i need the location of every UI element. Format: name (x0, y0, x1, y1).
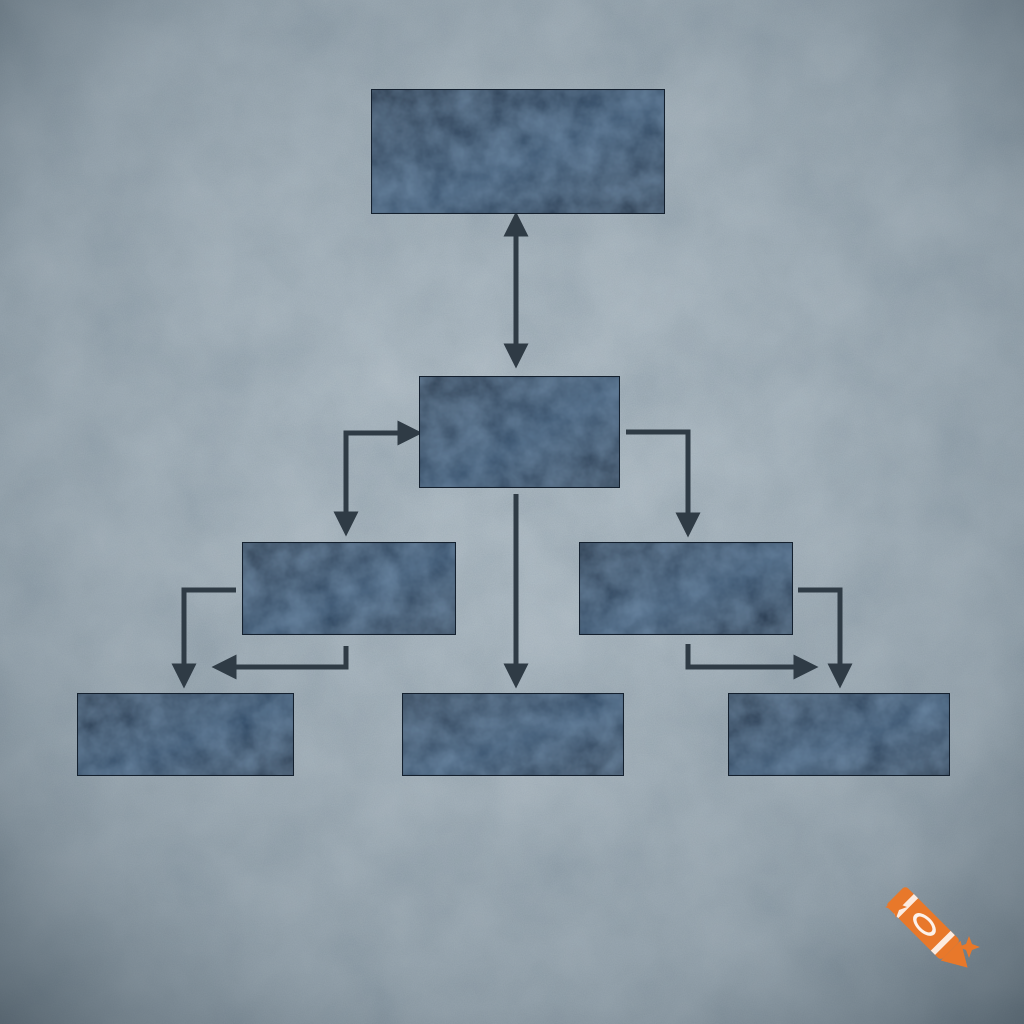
edge-middle-branch-right (626, 429, 701, 538)
node-branch-left (242, 542, 456, 635)
edge-branch-left-leaf-left (171, 587, 236, 689)
node-leaf-center (402, 693, 624, 776)
node-middle (419, 376, 620, 488)
edge-branch-left-leaf-left-return (211, 646, 349, 680)
node-leaf-right (728, 693, 950, 776)
edge-branch-right-leaf-right (798, 587, 853, 689)
sparkle-icon (885, 896, 980, 958)
node-root (371, 89, 665, 214)
node-leaf-left (77, 693, 294, 776)
connector-group (171, 211, 853, 689)
edge-branch-right-leaf-right-cross (685, 644, 819, 680)
node-branch-right (579, 542, 793, 635)
node-group (77, 89, 950, 776)
edge-branch-left-middle (333, 420, 423, 537)
